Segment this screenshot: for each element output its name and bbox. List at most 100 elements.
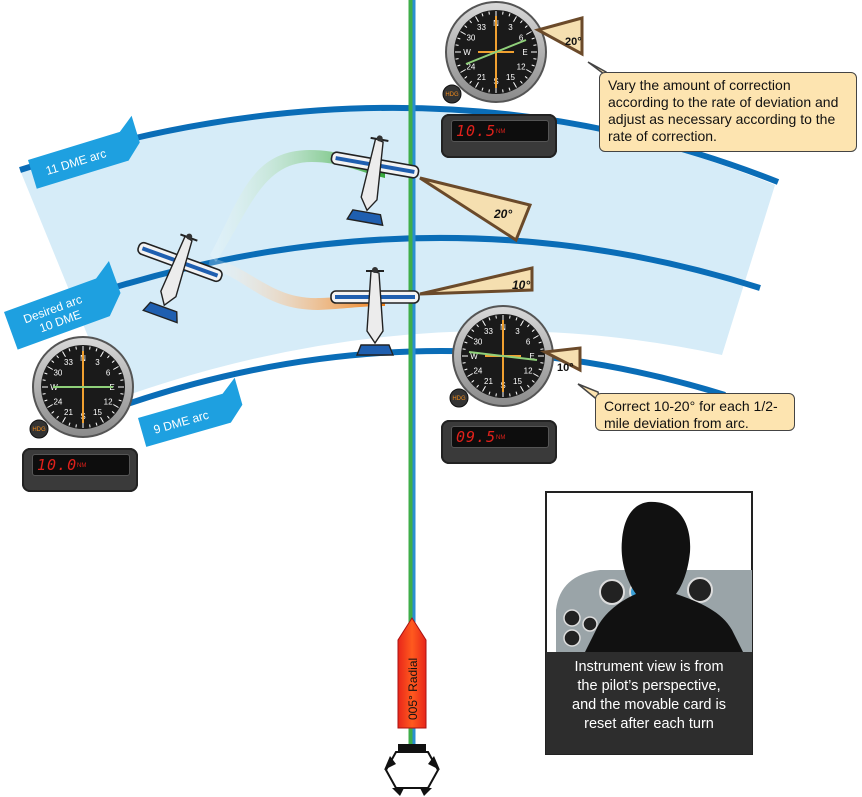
card-tick [111,411,115,414]
card-tick [89,346,91,350]
card-number: W [470,352,478,361]
card-number: 21 [64,408,73,417]
card-tick [107,415,110,419]
dme-readout-right: 09.5 [456,428,497,446]
card-tick [482,386,486,392]
card-tick [524,76,528,79]
bearing-wedge-top: 20° [534,16,584,57]
card-tick [457,64,461,67]
card-tick [531,380,535,383]
card-tick [471,380,475,383]
card-tick [524,25,528,28]
dme-unit: NM [496,435,506,441]
card-number: E [529,352,534,361]
card-tick [495,393,497,397]
inner-arc-9dme [108,347,726,413]
card-number: 12 [104,398,113,407]
card-tick [95,348,98,352]
card-number: 33 [64,358,73,367]
pilot-silhouette [584,501,744,654]
card-number: 6 [519,34,524,43]
card-tick [488,391,491,395]
card-tick [533,58,537,60]
card-tick [520,386,524,392]
card-tick [469,80,472,84]
card-tick [488,317,491,321]
lower-callout-text: Correct 10-20° for each 1/2-mile deviati… [604,398,778,431]
card-tick [464,25,468,28]
card-tick [118,372,122,375]
card-number: 33 [477,23,486,32]
card-tick [47,404,53,408]
card-tick [476,324,479,328]
dme-display-left: 10.0 NM [22,448,138,492]
dme-unit: NM [496,129,506,135]
pilot-view-panel [545,491,753,755]
card-tick [75,424,77,428]
card-tick [513,82,517,88]
lower-callout: Correct 10-20° for each 1/2-mile deviati… [595,393,795,431]
pilot-view-caption: Instrument view is from the pilot’s pers… [547,652,751,752]
dme-readout-left: 10.0 [37,456,78,474]
card-tick [120,393,124,395]
card-tick [533,335,539,339]
card-tick [540,348,544,350]
caption-line-3: and the movable card is [572,697,726,713]
card-tick [515,391,518,395]
orange-correction-path [208,258,385,310]
arc-band [20,108,775,400]
card-tick [520,320,524,326]
card-tick [44,372,48,375]
card-number: 6 [526,338,531,347]
right-instrument-angle: 10° [557,362,574,374]
card-number: 3 [508,23,513,32]
inner-arc-tag: 9 DME arc [138,377,243,447]
card-number: 24 [466,63,475,72]
card-tick [526,31,532,35]
card-tick [118,399,122,402]
card-number: 3 [515,327,520,336]
dme-readout-top: 10.5 [456,122,497,140]
card-number: 15 [506,73,515,82]
card-number: 21 [477,73,486,82]
card-tick [120,379,124,381]
card-tick [42,379,46,381]
card-number: 3 [95,358,100,367]
card-tick [520,20,523,24]
dme-display-right: 09.5 NM [441,420,557,464]
card-tick [100,351,104,357]
card-tick [509,393,511,397]
wedge-upper-angle: 20° [493,207,512,221]
card-tick [508,13,511,17]
card-tick [488,89,490,93]
card-tick [460,69,466,73]
card-number: 6 [106,369,111,378]
card-tick [502,11,504,15]
card-tick [47,366,53,370]
card-tick [531,37,535,40]
card-tick [540,362,544,364]
card-tick [51,411,55,414]
card-tick [62,417,66,423]
card-tick [533,44,537,46]
card-tick [467,373,473,377]
card-number: E [522,48,527,57]
card-tick [44,399,48,402]
card-tick [68,422,71,426]
card-tick [111,360,115,363]
card-tick [527,324,530,328]
card-number: W [463,48,471,57]
card-tick [515,317,518,321]
card-tick [509,315,511,319]
card-tick [488,11,490,15]
hdg-knob-label: HDG [445,92,459,98]
card-tick [495,315,497,319]
upper-callout: Vary the amount of correction according … [599,72,857,152]
wedge-upper-20: 20° [419,176,533,243]
card-tick [42,393,46,395]
card-number: 30 [473,338,482,347]
card-tick [457,37,461,40]
card-tick [520,80,523,84]
card-tick [513,16,517,22]
